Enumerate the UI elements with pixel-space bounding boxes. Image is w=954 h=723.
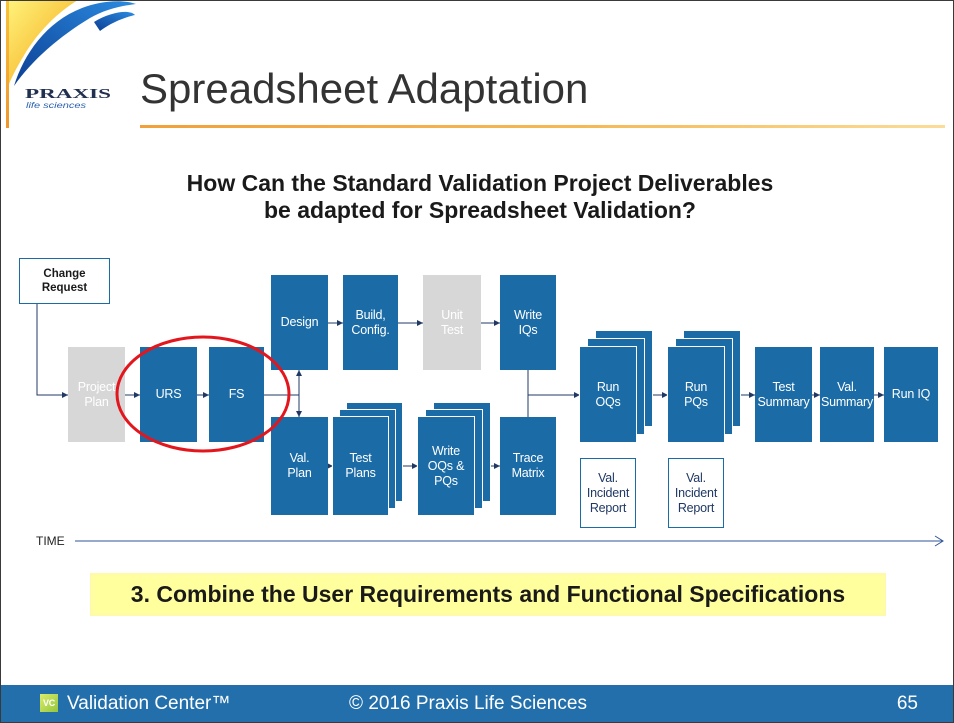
change-request-label: Change Request [41,268,88,294]
test-summary-box: Test Summary [755,347,812,442]
urs-label: URS [155,387,182,401]
run-oqs-box: Run OQs [579,346,637,443]
project-plan-label: Project Plan [77,379,116,409]
project-plan-box: Project Plan [68,347,125,442]
run-oqs-label: Run OQs [595,379,621,409]
title-rule [140,125,945,128]
build-config-box: Build, Config. [343,275,398,370]
test-plans-box: Test Plans [332,416,389,516]
callout-box: 3. Combine the User Requirements and Fun… [90,573,886,616]
page-number: 65 [896,693,918,714]
time-axis-label: TIME [36,534,65,548]
write-oqs-pqs-box: Write OQs & PQs [417,416,475,516]
unit-test-label: Unit Test [440,307,464,337]
logo-blue-curl [94,11,135,31]
oq-incident-report-box: Val. Incident Report [580,458,636,528]
logo-name: PRAXIS [25,87,111,102]
write-oqs-pqs-label: Write OQs & PQs [427,443,465,488]
footer-copyright: © 2016 Praxis Life Sciences [349,693,587,714]
design-box: Design [271,275,328,370]
logo-tagline: life sciences [26,101,86,110]
question-line-2: be adapted for Spreadsheet Validation? [264,197,696,223]
val-summary-box: Val. Summary [820,347,874,442]
write-iqs-label: Write IQs [514,307,542,337]
callout-text: 3. Combine the User Requirements and Fun… [130,581,846,607]
vc-logo-badge: VC [40,694,58,712]
time-axis-arrowhead [934,535,944,547]
urs-box: URS [140,347,197,442]
logo-blue-swoosh [14,1,136,86]
trace-matrix-label: Trace Matrix [511,451,545,480]
test-summary-label: Test Summary [757,379,810,409]
design-label: Design [280,315,319,329]
run-iq-box: Run IQ [884,347,938,442]
logo-gold-sweep [9,0,78,84]
write-iqs-box: Write IQs [500,275,556,370]
pq-incident-report-box: Val. Incident Report [668,458,724,528]
run-pqs-label: Run PQs [684,379,708,409]
val-plan-label: Val. Plan [287,451,312,480]
fs-box: FS [209,347,264,442]
slide-title: Spreadsheet Adaptation [140,65,589,112]
test-plans-label: Test Plans [345,451,376,480]
footer-bar: VC Validation Center™ © 2016 Praxis Life… [0,685,954,723]
arrow-change-request-to-project-plan [36,304,68,398]
change-request-box: Change Request [19,258,110,304]
pq-incident-report-label: Val. Incident Report [674,470,718,515]
unit-test-box: Unit Test [423,275,481,370]
run-iq-label: Run IQ [891,387,931,401]
oq-incident-report-label: Val. Incident Report [586,470,630,515]
logo-left-strip [6,0,9,128]
question-line-1: How Can the Standard Validation Project … [186,170,774,196]
build-config-label: Build, Config. [351,307,390,337]
footer-brand: Validation Center™ [67,693,231,714]
val-summary-label: Val. Summary [820,379,874,409]
trace-matrix-box: Trace Matrix [500,417,556,515]
run-pqs-box: Run PQs [667,346,725,443]
fs-label: FS [228,387,245,401]
val-plan-box: Val. Plan [271,417,328,515]
praxis-logo: PRAXIS life sciences [6,0,136,128]
